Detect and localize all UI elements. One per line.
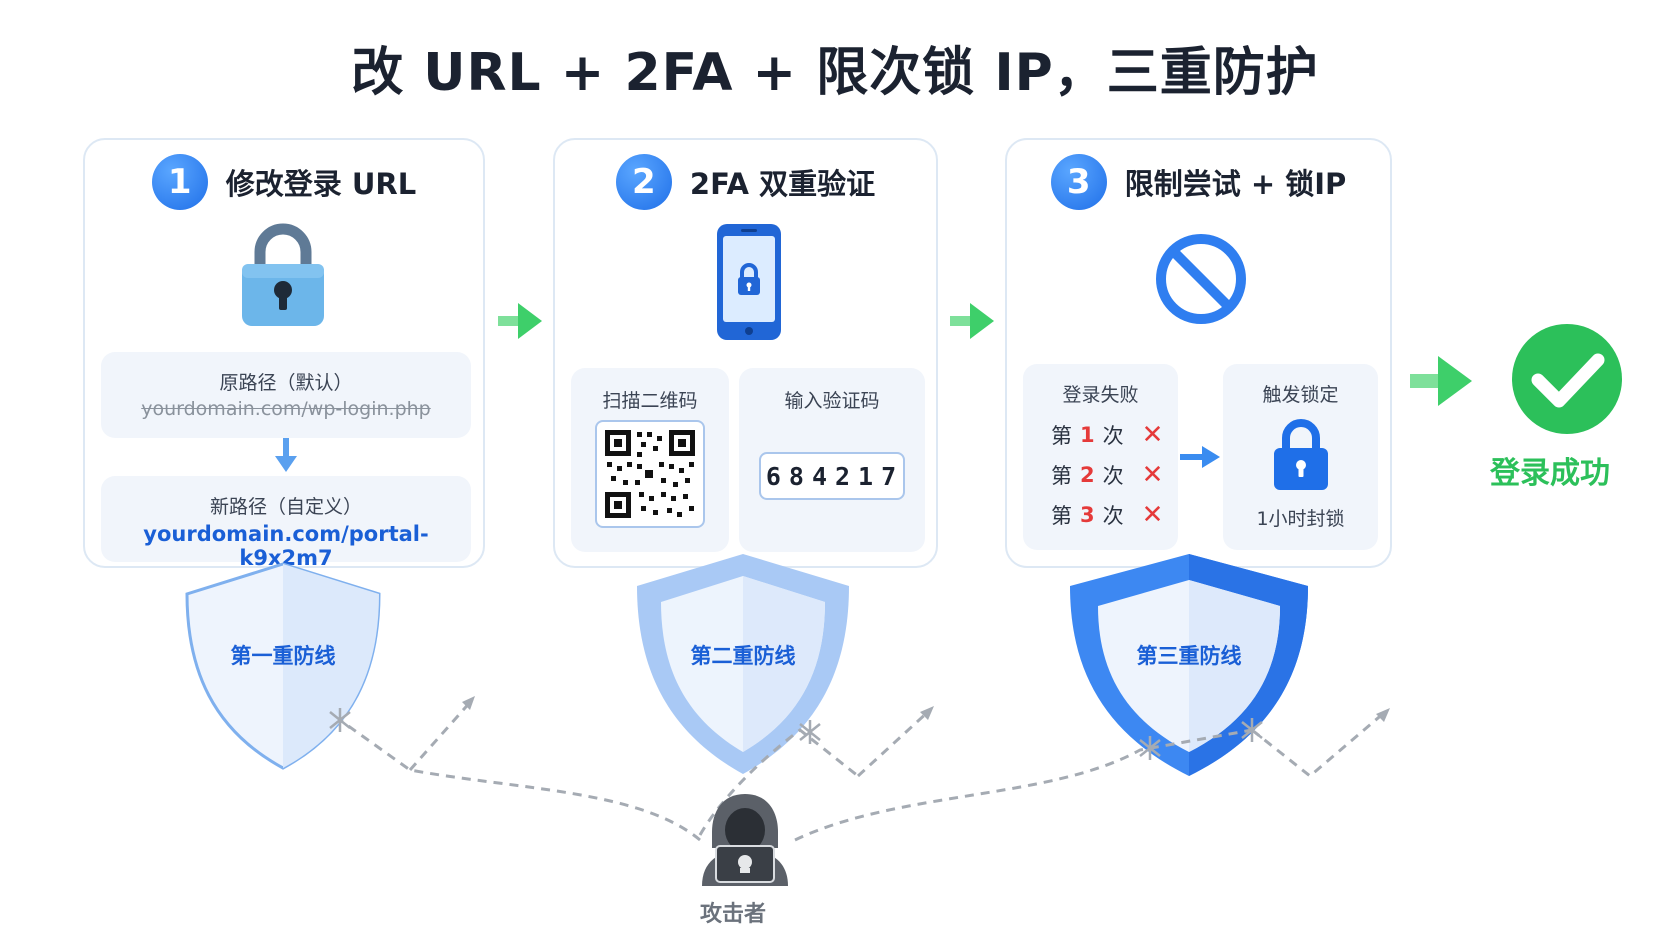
login-failed-panel: 登录失败 第 1 次 ✕ 第 2 次 ✕ 第 3 次 ✕ [1023,364,1178,550]
enter-code-panel: 输入验证码 684217 [739,368,925,552]
hacker-icon [702,794,788,886]
check-circle-icon [1512,324,1622,434]
lock-icon [1274,419,1328,490]
arrow-right-icon [1410,356,1472,406]
shield-icon [637,554,849,774]
attacker-label: 攻击者 [700,902,767,927]
arrow-right-icon [498,303,542,339]
step-card-2: 2 2FA 双重验证 扫描二维码 [553,138,938,568]
attempt-number: 3 [1080,503,1095,527]
arrow-right-icon [1180,446,1220,468]
verification-code-field: 684217 [759,452,905,500]
shield-icon [1070,554,1308,776]
shield-label: 第二重防线 [690,644,796,668]
step-number-badge: 1 [151,154,208,210]
attempt-number: 1 [1080,423,1095,447]
step-card-1: 1 修改登录 URL 原路径（默认） yourdomain.com/wp-log… [83,138,485,570]
page-title: 改 URL + 2FA + 限次锁 IP，三重防护 [351,43,1319,103]
step-number-badge: 2 [615,154,672,210]
step-title: 限制尝试 + 锁IP [1124,167,1347,201]
padlock-icon [242,223,324,326]
old-path-label: 原路径（默认） [219,372,353,394]
step-title: 2FA 双重验证 [689,167,876,201]
attempt-suffix: 次 [1102,424,1124,448]
step-header: 1 修改登录 URL [85,154,483,210]
step-card-3: 3 限制尝试 + 锁IP 登录失败 第 1 次 ✕ 第 2 次 ✕ 第 3 次 … [1005,138,1392,568]
shield-icon [185,562,381,770]
step-title: 修改登录 URL [225,167,417,201]
attempt-suffix: 次 [1102,464,1124,488]
attempt-number: 2 [1080,463,1095,487]
login-failed-label: 登录失败 [1062,384,1139,406]
login-success-label: 登录成功 [1490,456,1610,491]
scan-qr-label: 扫描二维码 [602,390,698,412]
attempt-prefix: 第 [1051,424,1072,448]
step-header: 3 限制尝试 + 锁IP [1007,154,1390,210]
old-path-panel: 原路径（默认） yourdomain.com/wp-login.php [101,352,471,438]
attempt-prefix: 第 [1051,504,1072,528]
prohibited-icon [1156,234,1246,324]
enter-code-label: 输入验证码 [784,390,880,412]
attempt-row: 第 2 次 ✕ [1051,460,1163,490]
phone-lock-icon [717,224,781,340]
lockout-label: 触发锁定 [1262,384,1339,406]
new-path-panel: 新路径（自定义） yourdomain.com/portal-k9x2m7 [101,476,471,570]
arrow-right-icon [950,303,994,339]
cross-icon: ✕ [1141,500,1164,530]
new-path-url: yourdomain.com/portal-k9x2m7 [143,522,429,570]
shield-label: 第一重防线 [230,644,336,668]
lockout-duration: 1小时封锁 [1256,508,1345,530]
lockout-panel: 触发锁定 1小时封锁 [1223,364,1378,550]
new-path-label: 新路径（自定义） [209,496,362,518]
arrow-down-icon [275,438,297,472]
attempt-prefix: 第 [1051,464,1072,488]
shield-label: 第三重防线 [1136,644,1242,668]
scan-qr-panel: 扫描二维码 [571,368,729,552]
qr-code-pattern [605,430,695,518]
cross-icon: ✕ [1141,420,1164,450]
step-number-badge: 3 [1050,154,1107,210]
attempt-row: 第 1 次 ✕ [1051,420,1163,450]
attempt-row: 第 3 次 ✕ [1051,500,1163,530]
cross-icon: ✕ [1141,460,1164,490]
qr-code-icon [595,420,705,528]
old-path-url: yourdomain.com/wp-login.php [141,398,431,420]
attempt-suffix: 次 [1102,504,1124,528]
step-header: 2 2FA 双重验证 [555,154,936,210]
